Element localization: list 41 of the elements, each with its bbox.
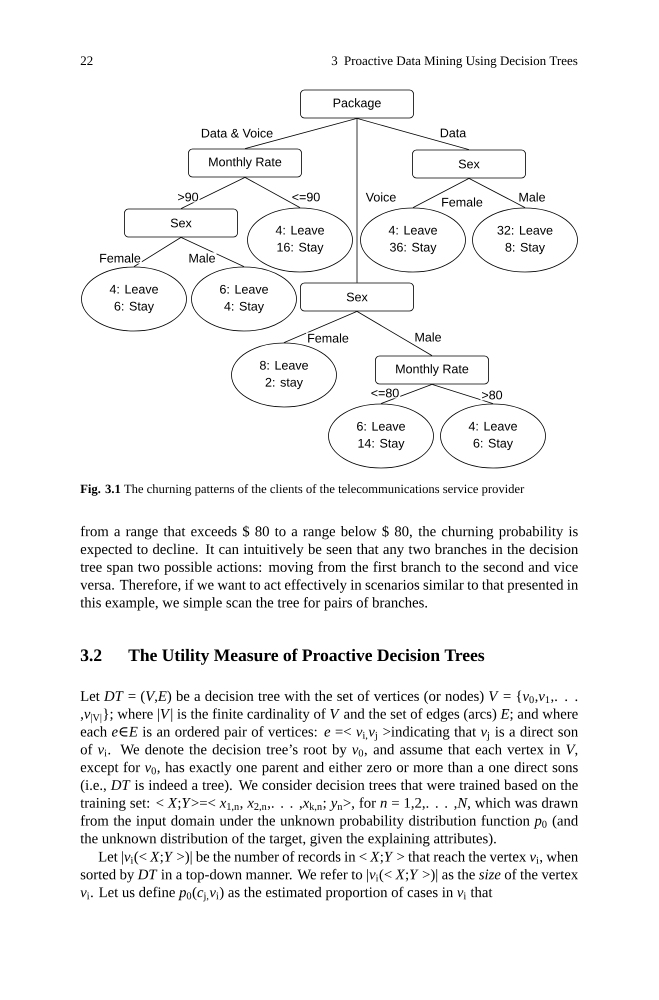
body-paragraph: from a range that exceeds $ 80 to a range below $ 80, the churning probability is expected to decline. It can intuitively be seen that any two branches in the decision tree span two possible actions: moving from the first branch to the second and vice versa. Therefore, if we want to act effectively in scenarios similar to that presented in this example, we simple scan the tree for pairs of branches. [80,526,578,610]
edge-label: Female [306,332,350,344]
attribute-box: Monthly Rate [375,356,489,384]
attribute-box: Sex [124,208,238,238]
edge-label: <=80 [370,388,400,398]
running-head: Proactive Data Mining Using Decision Trees [344,56,578,68]
branch-line [356,118,470,150]
edge-label: Voice [364,191,398,203]
edge-label: <=90 [290,192,322,202]
branch-line [180,237,244,267]
branch-line [180,177,246,209]
edge-label: Data & Voice [200,127,274,139]
branch-line [356,118,358,283]
edge-label: Male [413,331,443,343]
branch-line [284,311,358,343]
body-paragraph: Let |v$_{i}$(< X;Y >)| be the number of records in < X;Y > that reach the vertex v$_{i}$, when sorted by DT in a top-down manner. We refer to |v$_{i}$(< X;Y >)| as the size of the vertex v$_{i}$. Let us define p$_{0}$(c$_{j,}$v$_{i}$) as the estimated proportion of cases in v$_{i}$ that [80,851,578,902]
branch-line [134,237,182,267]
section-number: 3.2 [80,649,102,662]
edge-label: >90 [176,192,200,202]
branch-line [244,177,300,208]
attribute-box: Package [300,90,414,118]
branch-line [432,384,494,404]
edge-label: Male [517,191,547,203]
branch-line [468,178,526,208]
section-heading: The Utility Measure of Proactive Decision Trees [128,648,484,665]
edge-label: Male [187,252,217,264]
attribute-box: Sex [300,282,414,312]
branch-line [380,384,432,404]
page-number: 22 [80,56,92,65]
attribute-box: Monthly Rate [188,148,302,178]
edge-label: Female [440,196,484,208]
figure-caption: Fig. 3.1 The churning patterns of the clients of the telecommunications service provider [80,484,524,496]
edge-label: Female [98,252,142,264]
body-paragraph: Let DT = (V,E) be a decision tree with the set of vertices (or nodes) V = {v$_{0}$,v$_{1}$,. . . ,v$_{|V|}$}; where |V| is the finite cardinality of V and the set of edges (arcs) E; and where each e∈E is an ordered pair of vertices: e =< v$_{i,}$v$_{j}$ >indicating that v$_{j}$ is a direct son of v$_{i}$. We denote the decision tree’s root by v$_{0}$, and assume that each vertex in V, except for v$_{0}$, has exactly one parent and either zero or more than a one direct sons (i.e., DT is indeed a tree). We consider decision trees that were trained based on the training set: < X;Y>=< x$_{1,n}$, x$_{2,n}$,. . . ,x$_{k,n}$; y$_{n}$>, for n = 1,2,. . . ,N, which was drawn from the input domain under the unknown probability distribution function p$_{0}$ (and the unknown distribution of the target, given the explaining attributes). [80,690,578,846]
edge-label: >80 [480,390,504,400]
chapter-number: 3 [332,56,338,66]
edge-label: Data [438,128,468,138]
branch-line [412,178,470,208]
branch-line [244,118,358,149]
branch-line [356,311,432,356]
attribute-box: Sex [412,150,526,178]
